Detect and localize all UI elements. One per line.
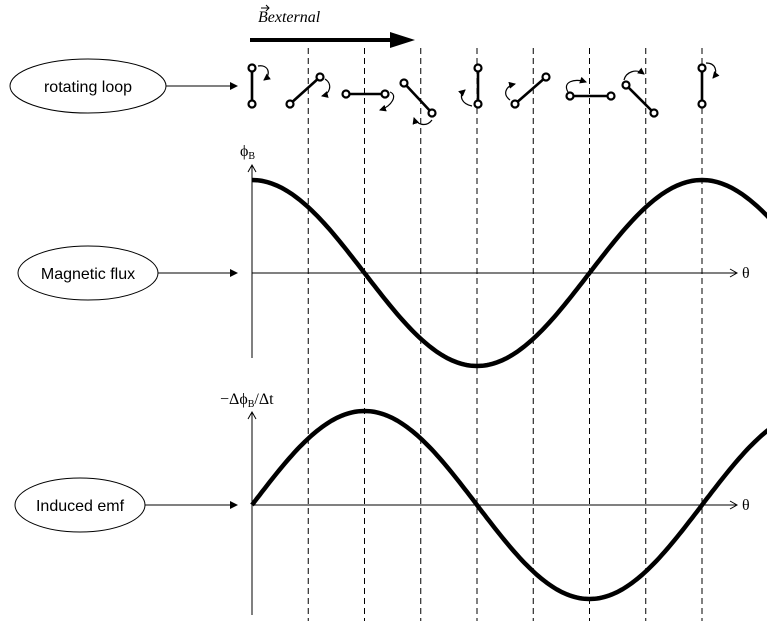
emf-y-arrowhead [247, 410, 257, 420]
rotating-loop-label: rotating loop [44, 79, 132, 96]
vector-arrowhead-icon [265, 4, 270, 12]
rotating-loop-icon [697, 62, 720, 109]
flux-axes: ϕB θ [240, 143, 750, 358]
flux-y-label: ϕB [240, 143, 255, 162]
rotation-arrow-icon [379, 91, 395, 112]
induced-emf-curve [250, 408, 767, 602]
rotation-arrow-icon [505, 81, 516, 101]
rotation-arrow-icon [257, 65, 271, 81]
row-label-rotating-loop: rotating loop [9, 58, 238, 114]
emf-y-label: −ΔϕB/Δt [220, 391, 274, 410]
rotating-loop-icon [341, 89, 395, 112]
flux-x-arrowhead [729, 268, 739, 278]
rotating-loop-icon [458, 63, 483, 109]
rotation-arrow-icon [458, 89, 473, 107]
rotating-loop-icon [505, 72, 551, 109]
rotating-loop-icon [399, 78, 437, 126]
external-field-label: Bexternal [258, 9, 321, 26]
magnetic-flux-curve [251, 177, 767, 369]
rotating-loop-icon [285, 72, 331, 109]
rotating-loops [247, 62, 720, 126]
rotation-arrow-icon [623, 67, 645, 81]
emf-axes: −ΔϕB/Δt θ [220, 391, 750, 615]
rotation-arrow-icon [412, 117, 433, 126]
rotating-loop-icon [565, 76, 616, 101]
rotation-arrow-icon [565, 76, 587, 93]
external-field-group: Bexternal [250, 4, 415, 48]
emf-x-label: θ [742, 497, 750, 514]
row-label-induced-emf: Induced emf [14, 477, 238, 533]
rotating-loop-icon [247, 63, 271, 109]
magnetic-flux-label: Magnetic flux [41, 266, 135, 283]
rotation-arrow-icon [705, 62, 720, 79]
field-arrow-head [390, 32, 415, 48]
row-label-magnetic-flux: Magnetic flux [17, 245, 238, 301]
flux-y-arrowhead [247, 163, 257, 173]
gridlines [307, 48, 703, 621]
rotating-loop-icon [621, 67, 659, 118]
induced-emf-label: Induced emf [36, 498, 125, 515]
rotation-arrow-icon [321, 78, 331, 98]
emf-x-arrowhead [729, 500, 739, 510]
flux-x-label: θ [742, 265, 750, 282]
